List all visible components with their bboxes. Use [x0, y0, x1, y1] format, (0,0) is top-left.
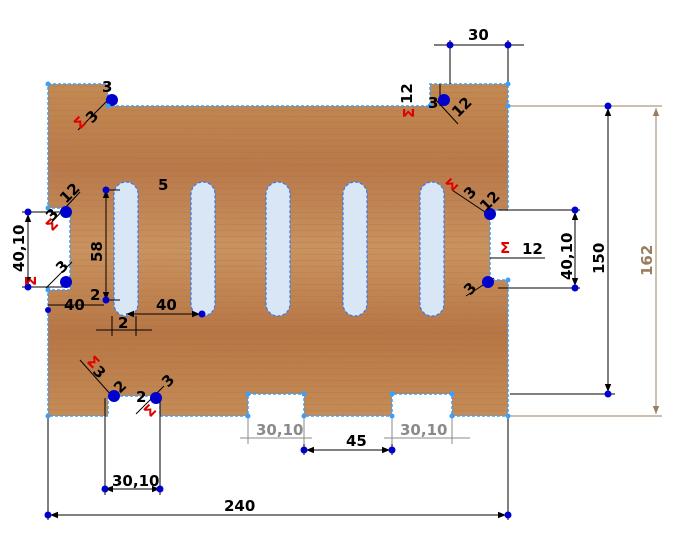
dim-bottom-notch-1[interactable]: 30,10 [256, 421, 303, 439]
dim-right-slot-pitch[interactable]: 40,10 [558, 233, 576, 280]
dim-notch-spacing[interactable]: 45 [346, 432, 367, 450]
dim-small-left-2[interactable]: 2 [90, 286, 100, 304]
dim-small-top-right-3[interactable]: 3 [428, 94, 438, 112]
dim-small-bottom-2b[interactable]: 2 [136, 388, 146, 406]
slot-1[interactable] [113, 181, 139, 317]
dim-overall-height[interactable]: 162 [638, 245, 656, 276]
dim-slot-radius[interactable]: 5 [158, 176, 168, 194]
relation-symbol[interactable]: Σ [500, 239, 510, 257]
dim-slot-length[interactable]: 58 [88, 241, 106, 262]
sketch-points[interactable] [24, 41, 612, 519]
dim-left-offset[interactable]: 40 [64, 296, 85, 314]
slot-5[interactable] [419, 181, 445, 317]
slot-4[interactable] [342, 181, 368, 317]
dim-small-left-3b[interactable]: 3 [52, 257, 72, 277]
slot-2[interactable] [190, 181, 216, 317]
dim-inner-height[interactable]: 150 [590, 243, 608, 274]
reference-dimension [510, 105, 662, 417]
driven-dimensions [240, 416, 470, 444]
slot-group[interactable] [113, 181, 445, 317]
dim-top-gap[interactable]: 12 [398, 83, 416, 104]
slot-3[interactable] [265, 181, 291, 317]
dim-left-slot-pitch[interactable]: 40,10 [10, 225, 28, 272]
dim-overall-width[interactable]: 240 [224, 497, 255, 515]
dim-bottom-left-slot[interactable]: 30,10 [112, 472, 159, 490]
dim-slot-width[interactable]: 2 [118, 314, 128, 332]
dim-small-top-left-3[interactable]: 3 [102, 78, 112, 96]
dim-bottom-notch-2[interactable]: 30,10 [400, 421, 447, 439]
relation-symbol[interactable]: Σ [400, 108, 418, 118]
edge-points[interactable] [45, 81, 511, 419]
relation-symbol[interactable]: Σ [22, 276, 40, 286]
dim-slot-spacing[interactable]: 40 [156, 296, 177, 314]
dim-top-slot-width[interactable]: 30 [468, 26, 489, 44]
dim-right-slot-depth[interactable]: 12 [522, 240, 543, 258]
